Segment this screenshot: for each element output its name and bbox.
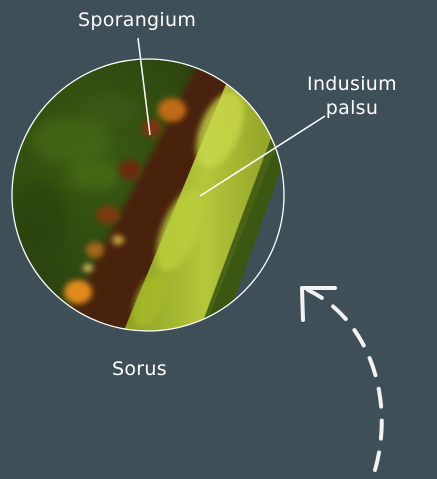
magnified-photo [0,50,400,350]
dashed-curved-arrow [308,290,382,470]
arrow-head-icon [302,288,335,320]
